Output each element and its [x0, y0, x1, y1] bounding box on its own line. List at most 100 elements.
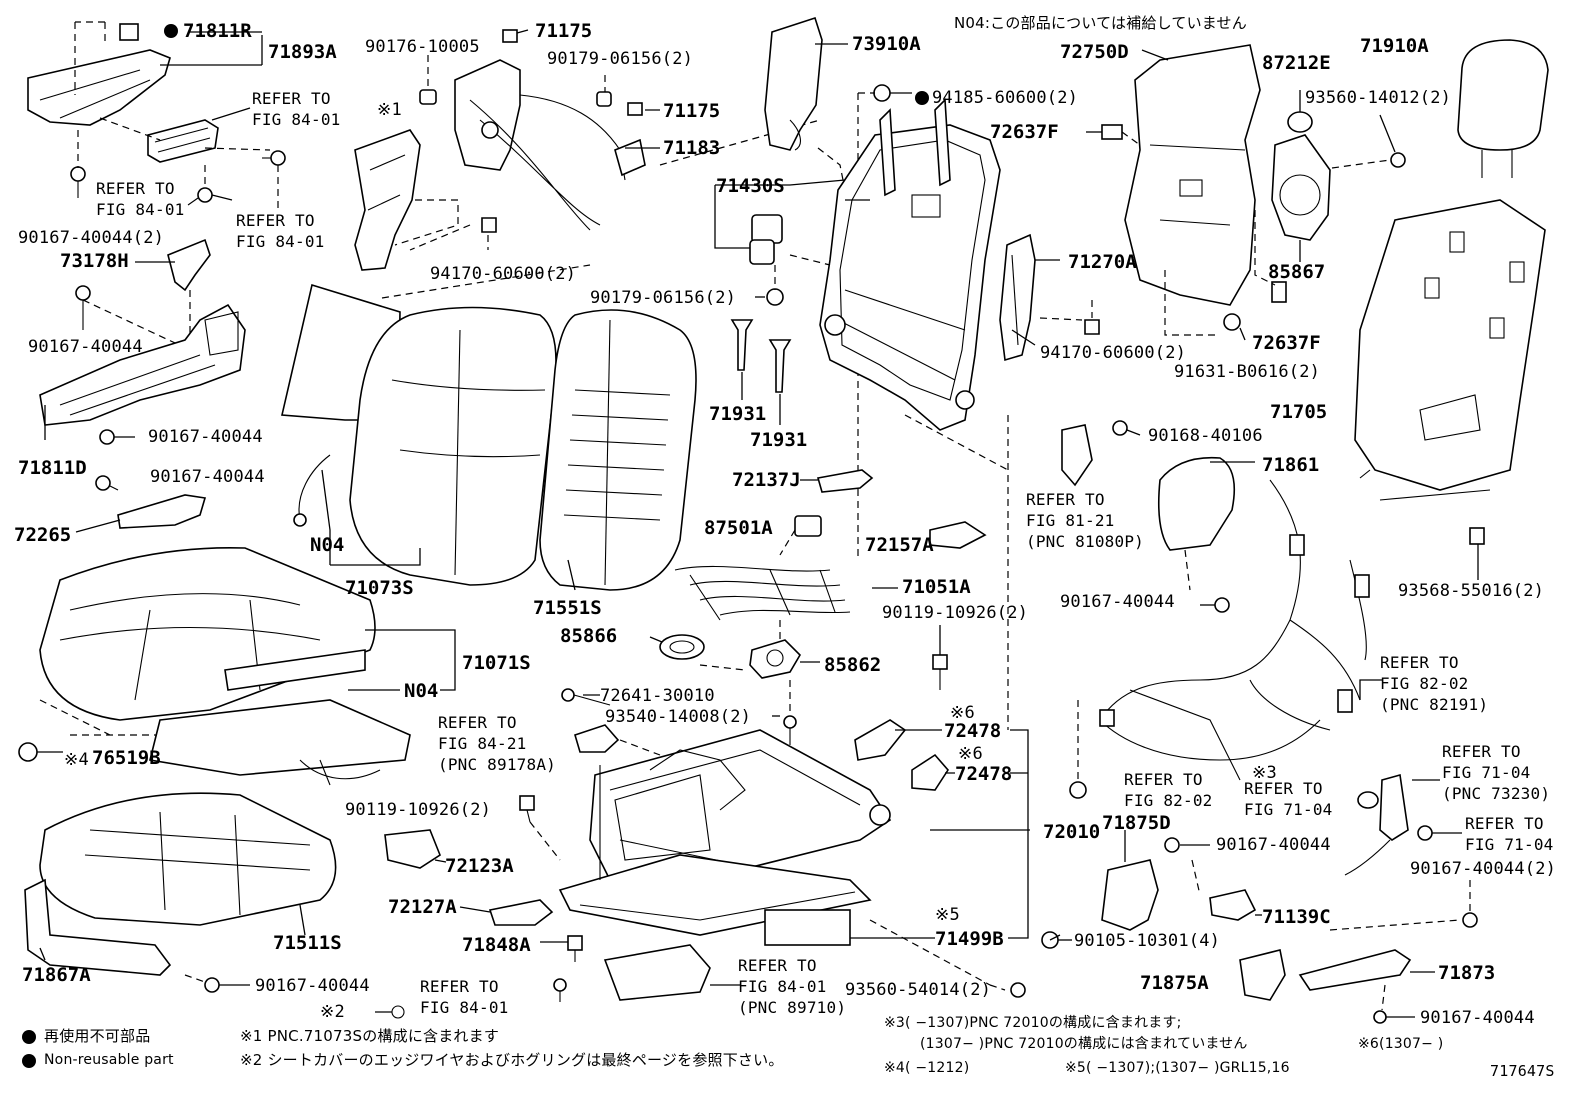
label-71073s: 71073S	[345, 577, 414, 599]
bolt-90119-10926-b	[519, 795, 535, 823]
label-s4: ※4	[64, 750, 89, 770]
seat-heater-mat	[149, 699, 411, 786]
side-cover-71893a	[27, 49, 171, 126]
label-93568-55016: 93568-55016(2)	[1398, 581, 1545, 601]
label-71931-a: 71931	[709, 403, 767, 425]
label-90119-10926-a: 90119-10926(2)	[882, 603, 1029, 623]
label-s3: ※3	[1252, 763, 1277, 783]
bolt-71848a	[567, 935, 583, 962]
clip-72137j	[816, 469, 874, 493]
label-71499b: 71499B	[935, 928, 1004, 950]
label-72123a: 72123A	[445, 855, 514, 877]
label-71873: 71873	[1438, 962, 1496, 984]
bracket-71873	[1298, 949, 1412, 991]
cover-71875a	[1239, 949, 1286, 1001]
label-71430s: 71430S	[716, 175, 785, 197]
label-s1: ※1	[377, 100, 402, 120]
label-71270a: 71270A	[1068, 251, 1137, 273]
label-87501a: 87501A	[704, 517, 773, 539]
bracket-73178h	[167, 238, 211, 292]
pin-71931-a	[730, 319, 754, 371]
label-90167-40044-e: 90167-40044	[1216, 835, 1331, 855]
cover-ref-71-04	[1357, 791, 1379, 809]
label-90179-06156-a: 90179-06156(2)	[547, 49, 694, 69]
screw-93560-14012	[1390, 152, 1406, 168]
label-72478-a: 72478	[944, 720, 1002, 742]
pin-71931-b	[768, 339, 792, 393]
clip-72637f-a	[1101, 124, 1123, 140]
screw-90167-40044-b	[99, 429, 115, 445]
clip-71811r	[119, 23, 139, 41]
label-85862: 85862	[824, 654, 882, 676]
label-93560-54014: 93560-54014(2)	[845, 980, 992, 1000]
label-76519b: 76519B	[92, 747, 161, 769]
legend-en: Non-reusable part	[44, 1052, 174, 1068]
diagram-code: 717647S	[1490, 1062, 1555, 1080]
label-71071s: 71071S	[462, 652, 531, 674]
clip-ref-82-02	[1069, 781, 1087, 799]
label-90168-40106: 90168-40106	[1148, 426, 1263, 446]
headrest-71910a	[1457, 39, 1549, 178]
clip-90176-10005	[419, 89, 437, 105]
bolt-ref-84-01	[553, 978, 567, 1002]
label-71175-b: 71175	[663, 100, 721, 122]
speaker-85867	[1271, 134, 1331, 241]
seat-track-72010	[558, 729, 892, 936]
cover-72478-a	[854, 719, 907, 761]
screw-90167-40044-2	[70, 166, 86, 198]
bracket-81080p	[1061, 424, 1093, 487]
non-reusable-mark	[915, 91, 929, 105]
label-90105-10301: 90105-10301(4)	[1074, 931, 1221, 951]
label-85866: 85866	[560, 625, 618, 647]
cover-72123a	[384, 829, 441, 869]
label-71861: 71861	[1262, 454, 1320, 476]
screw-90167-40044-e	[1164, 837, 1180, 853]
back-cover-71073s	[293, 306, 557, 586]
label-72137j: 72137J	[732, 469, 801, 491]
handle-bracket	[147, 119, 219, 163]
screw-90167-40044-c	[95, 475, 119, 491]
label-71511s: 71511S	[273, 932, 342, 954]
label-73910a: 73910A	[852, 33, 921, 55]
screw-near-ref	[187, 187, 213, 206]
part-85866	[659, 634, 705, 660]
clip-76519b	[18, 742, 38, 762]
nut-94170-60600-a	[481, 217, 497, 233]
label-90167-40044-g: 90167-40044	[1420, 1008, 1535, 1028]
label-85867: 85867	[1268, 261, 1326, 283]
label-71175-a: 71175	[535, 20, 593, 42]
nut-94170-60600-b	[1084, 319, 1100, 335]
label-s6-a: ※6	[950, 703, 975, 723]
screw-93560-54014	[1010, 982, 1026, 998]
label-72637f-a: 72637F	[990, 121, 1059, 143]
label-94185-60600: 94185-60600(2)	[932, 88, 1079, 108]
bolt-90167-40044-2	[1417, 825, 1433, 841]
clip-90179-06156-b	[766, 288, 784, 306]
side-cover-71811d	[39, 303, 246, 426]
cushion-pad-71511s	[39, 792, 337, 926]
label-90167-40044-f: 90167-40044	[255, 976, 370, 996]
clip-71175-a	[502, 29, 518, 43]
cover-71499b	[764, 909, 851, 946]
back-board-72750d	[1124, 44, 1261, 306]
label-90167-40044-b: 90167-40044	[148, 427, 263, 447]
label-71867a: 71867A	[22, 964, 91, 986]
support-87212e	[1287, 111, 1313, 133]
legend-dot-jp	[22, 1030, 36, 1044]
clip-93568-55016	[1469, 527, 1485, 545]
back-panel-71705	[1354, 199, 1546, 501]
label-71893a: 71893A	[268, 41, 337, 63]
label-72750d: 72750D	[1060, 41, 1129, 63]
label-72478-b: 72478	[955, 763, 1013, 785]
clip-90179-06156-a	[596, 91, 612, 107]
label-71139c: 71139C	[1262, 906, 1331, 928]
label-94170-60600-b: 94170-60600(2)	[1040, 343, 1187, 363]
